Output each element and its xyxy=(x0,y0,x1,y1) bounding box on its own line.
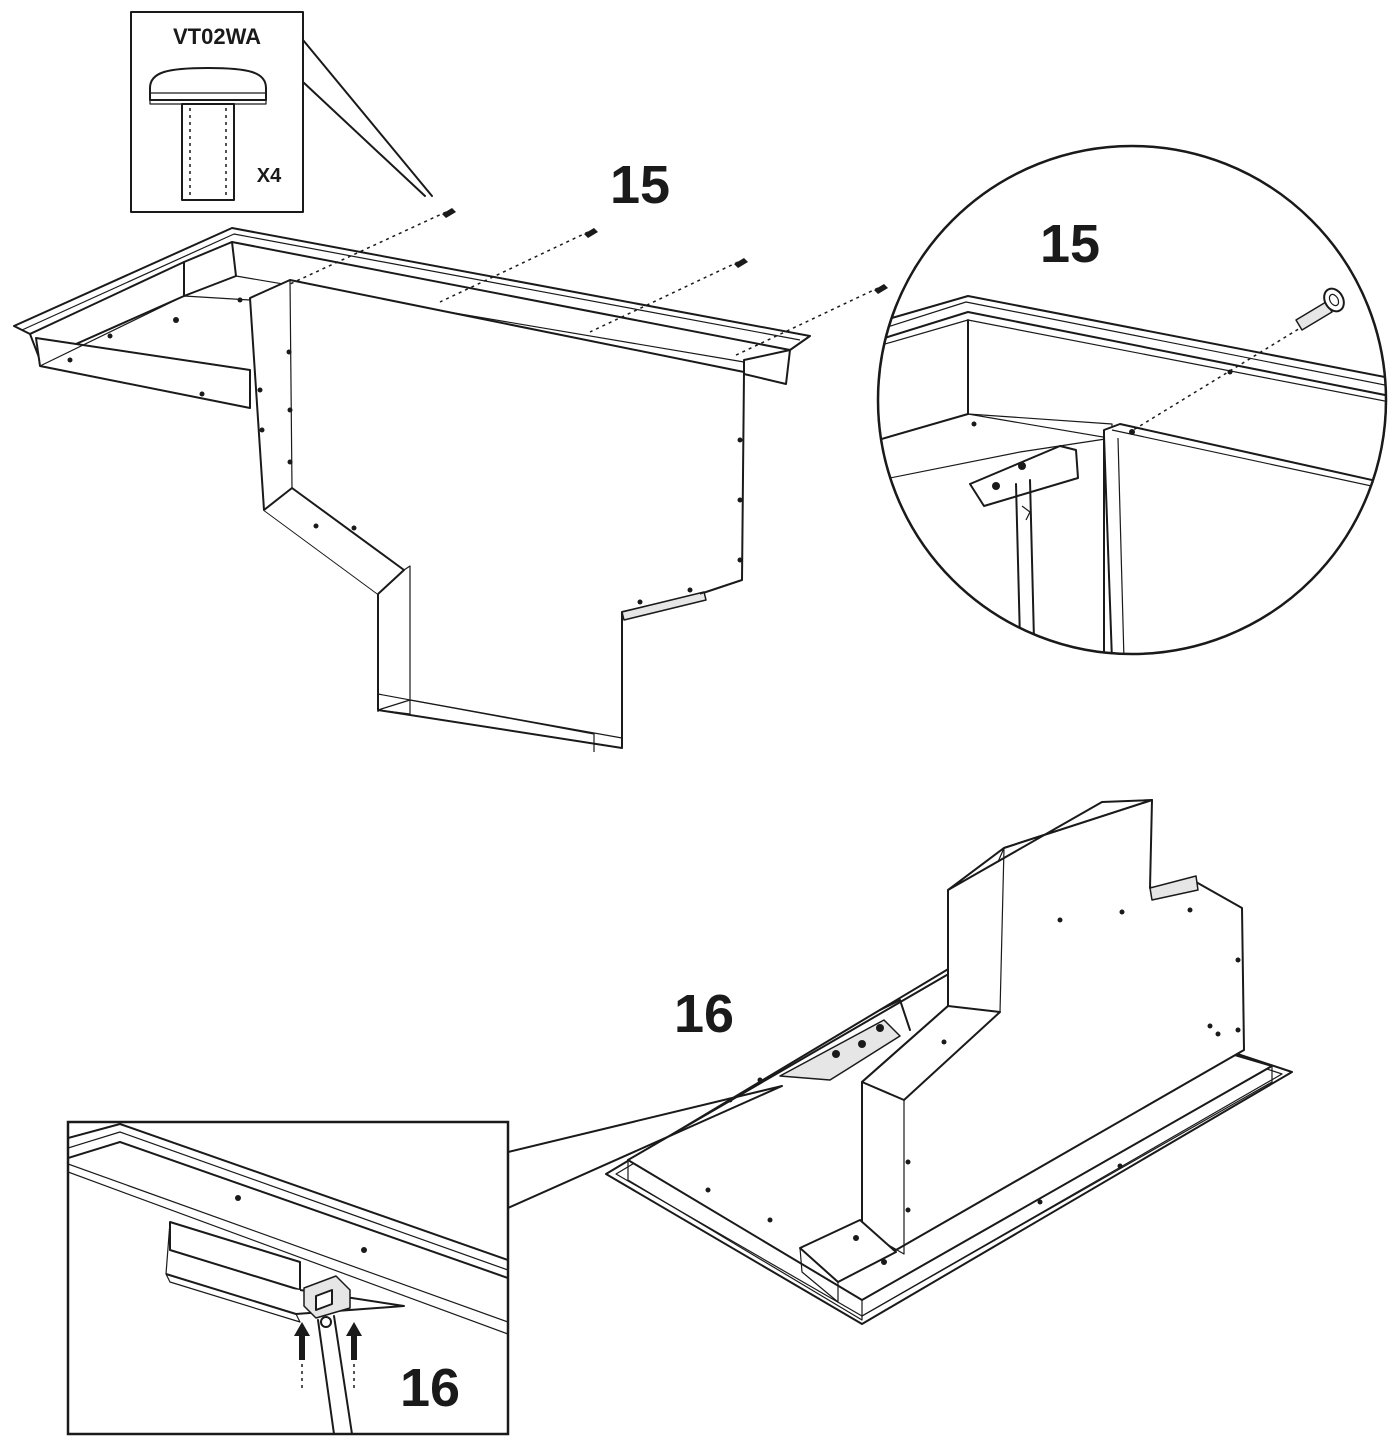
detail-pointer-step16 xyxy=(507,1085,783,1209)
detail-circle-step15: 15 xyxy=(876,144,1388,656)
step16-detail-label: 16 xyxy=(400,1358,460,1418)
part-quantity-label: X4 xyxy=(257,165,282,187)
screw-holes-step15 xyxy=(67,297,743,605)
step15-detail-label: 15 xyxy=(1040,214,1100,274)
screw-icon xyxy=(149,67,267,201)
screw-icon xyxy=(442,208,456,218)
push-arrow-icon xyxy=(346,1322,362,1388)
step16-label: 16 xyxy=(674,984,734,1044)
push-arrow-icon xyxy=(294,1322,310,1392)
screw-icon xyxy=(734,258,748,268)
hood-frame-step15 xyxy=(13,227,811,752)
screw-icon xyxy=(584,228,598,238)
detail-box-step16: 16 xyxy=(66,1120,510,1436)
part-callout: VT02WA X4 xyxy=(130,11,433,213)
hood-frame-step16 xyxy=(605,799,1293,1325)
screw-holes-step16 xyxy=(705,907,1241,1265)
step15-label: 15 xyxy=(610,155,670,215)
screw-icon xyxy=(874,284,888,294)
screw-icon xyxy=(1295,287,1345,331)
callout-pointer xyxy=(302,39,433,197)
part-code-label: VT02WA xyxy=(173,24,261,49)
screws-step15 xyxy=(289,208,888,357)
